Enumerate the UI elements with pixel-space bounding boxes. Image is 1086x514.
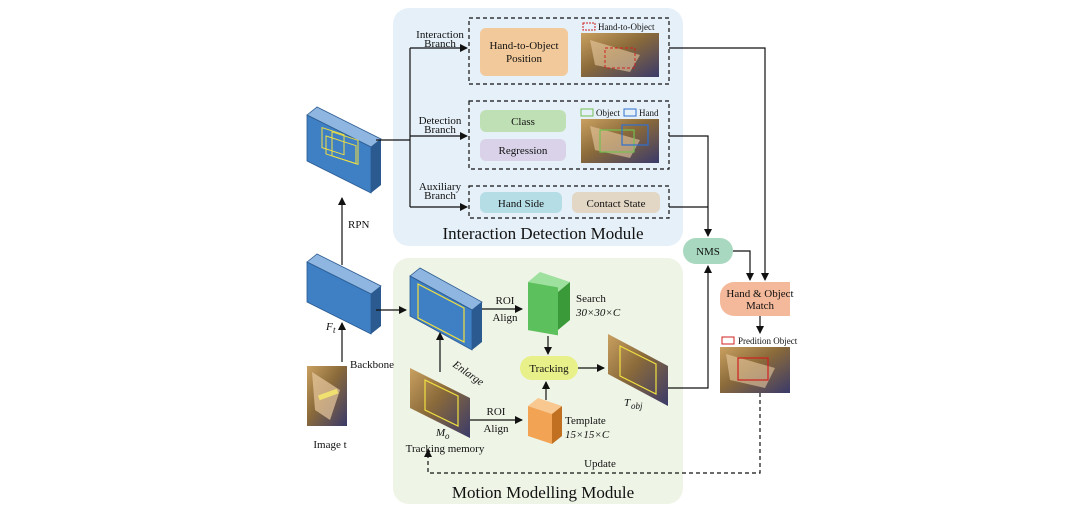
backbone-label: Backbone [350, 359, 394, 371]
class-label: Class [511, 116, 535, 128]
ft-sub-label: t [333, 325, 336, 335]
auxiliary-branch-label-1: Auxiliary [419, 181, 462, 193]
detection-branch-label-2: Branch [424, 124, 456, 136]
tracking-box [520, 356, 578, 380]
tobj-label: T [624, 397, 631, 409]
interaction-branch-dashed-box [468, 17, 670, 85]
roi-top-label-1: ROI [496, 295, 515, 307]
enlarged-feature-block [409, 267, 483, 351]
object-legend-label: Object [596, 108, 620, 118]
template-cube [528, 398, 562, 444]
update-label: Update [584, 458, 616, 470]
detection-result-image [581, 119, 659, 163]
nms-box [683, 238, 733, 264]
nms-label: NMS [696, 246, 720, 258]
hand-side-box [480, 192, 562, 213]
tobj-sub-label: obj [631, 401, 643, 411]
template-label-2: 15×15×C [565, 429, 610, 441]
hand-side-label: Hand Side [498, 198, 544, 210]
roi-bottom-label-1: ROI [487, 406, 506, 418]
search-label-2: 30×30×C [575, 307, 621, 319]
hand-to-object-legend-swatch [582, 22, 596, 31]
auxiliary-branch-dashed-box [468, 185, 670, 219]
rpn-label: RPN [348, 219, 369, 231]
tracking-memory-label: Tracking memory [406, 443, 485, 455]
class-box [480, 110, 566, 132]
hand-to-object-position-label-2: Position [506, 53, 543, 65]
template-label-1: Template [565, 415, 606, 427]
match-box [720, 282, 790, 316]
interaction-result-image [581, 33, 659, 77]
tobj-to-nms-line [668, 265, 712, 389]
motion-modelling-module-title: Motion Modelling Module [452, 483, 634, 502]
interaction-branch-label-2: Branch [424, 38, 456, 50]
search-cube [528, 272, 570, 336]
interaction-detection-module-title: Interaction Detection Module [442, 224, 643, 243]
match-label-1: Hand & Object [726, 288, 793, 300]
match-label-2: Match [746, 300, 775, 312]
feature-block-ft [306, 253, 382, 335]
regression-box [480, 139, 566, 161]
prediction-legend-swatch [721, 336, 735, 345]
tobj-image [608, 334, 668, 406]
tracking-label: Tracking [529, 363, 569, 375]
search-label-1: Search [576, 293, 606, 305]
prediction-result-image [720, 347, 790, 393]
roi-bottom-label-2: Align [483, 423, 509, 435]
hand-to-object-legend-label: Hand-to-Object [598, 22, 655, 32]
object-legend-swatch [580, 108, 594, 117]
update-feedback-line [424, 393, 761, 474]
input-image [307, 366, 347, 426]
auxiliary-branch-label-2: Branch [424, 190, 456, 202]
interaction-to-match-line [669, 47, 769, 281]
contact-state-label: Contact State [587, 198, 646, 210]
hand-legend-label: Hand [639, 108, 659, 118]
detection-branch-label-1: Detection [419, 115, 462, 127]
contact-state-box [572, 192, 660, 213]
ft-label: F [325, 321, 333, 333]
mo-label: M [435, 427, 446, 439]
interaction-branch-label-1: Interaction [416, 29, 464, 41]
nms-to-match-line [733, 250, 754, 281]
mo-sub-label: o [445, 431, 450, 441]
roi-top-label-2: Align [492, 312, 518, 324]
detection-to-nms-line [669, 135, 712, 237]
hand-to-object-position-label-1: Hand-to-Object [489, 40, 558, 52]
detection-branch-dashed-box [468, 100, 670, 170]
hand-to-object-position-box [480, 28, 568, 76]
rpn-feature-map [306, 106, 382, 194]
regression-label: Regression [499, 145, 548, 157]
prediction-legend-label: Predition Object [738, 336, 798, 346]
image-label: Image t [313, 439, 346, 451]
hand-legend-swatch [623, 108, 637, 117]
tracking-memory-image [410, 368, 470, 438]
